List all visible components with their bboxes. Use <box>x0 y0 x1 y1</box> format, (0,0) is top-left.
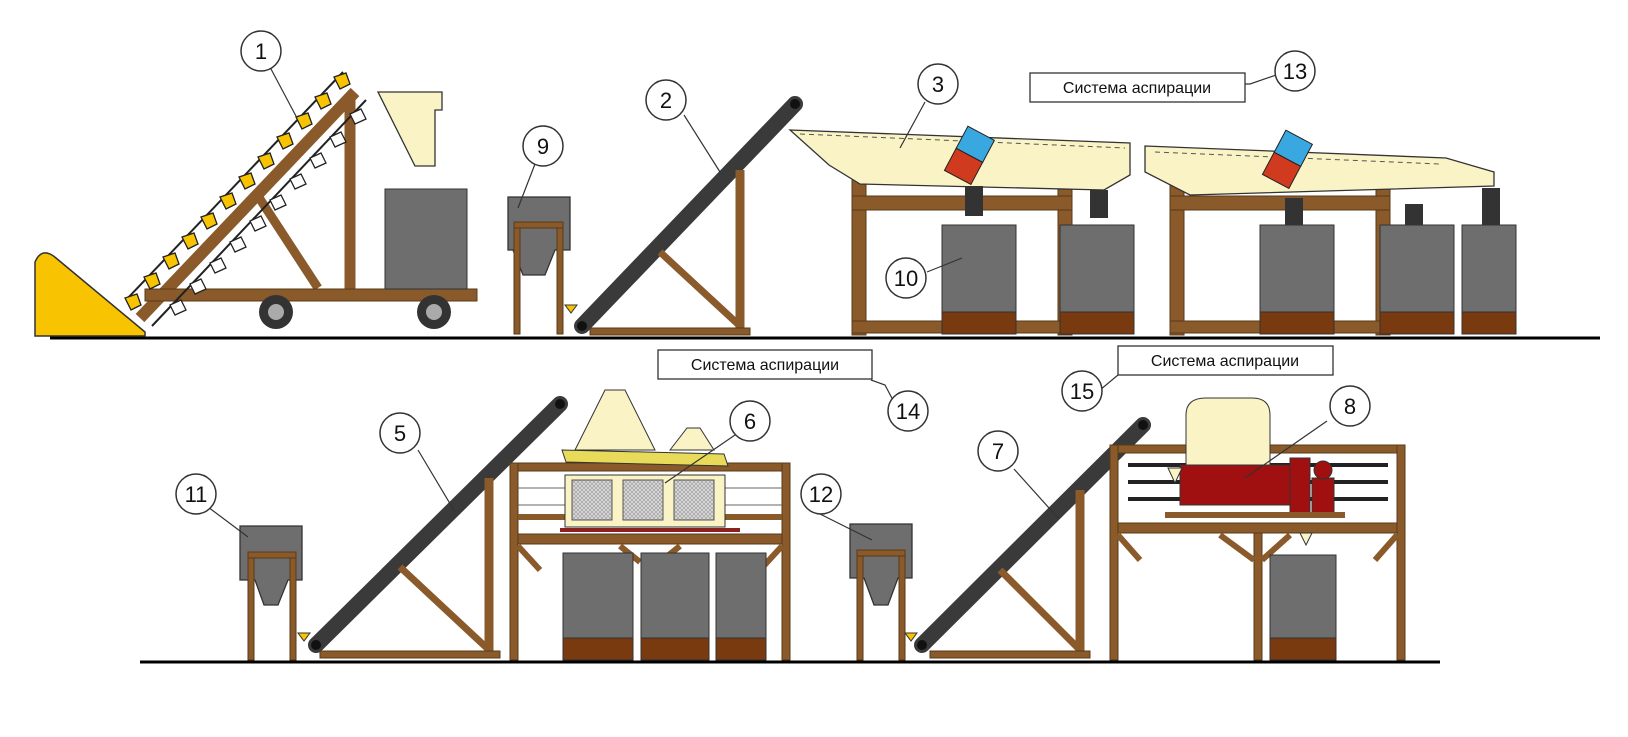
callout-3: 3 <box>917 63 959 105</box>
callout-7: 7 <box>977 430 1019 472</box>
svg-text:8: 8 <box>1344 394 1356 419</box>
aspiration-label-13: Система аспирации <box>1029 72 1246 103</box>
intake-hopper <box>34 252 146 337</box>
callout-6: 6 <box>729 400 771 442</box>
bucket-elevator <box>124 71 478 329</box>
svg-text:6: 6 <box>744 409 756 434</box>
svg-text:10: 10 <box>894 266 918 291</box>
svg-text:3: 3 <box>932 72 944 97</box>
callout-13: 13 <box>1274 50 1316 92</box>
callout-11: 11 <box>175 473 217 515</box>
callout-5: 5 <box>379 412 421 454</box>
belt-conveyor-2 <box>574 96 803 336</box>
callout-8: 8 <box>1329 385 1371 427</box>
small-hopper-9 <box>507 196 578 335</box>
svg-text:1: 1 <box>255 39 267 64</box>
svg-text:2: 2 <box>660 88 672 113</box>
small-hopper-11 <box>239 525 311 661</box>
callout-12: 12 <box>800 473 842 515</box>
callout-2: 2 <box>645 79 687 121</box>
callout-10: 10 <box>885 257 927 299</box>
small-hopper-12 <box>849 523 918 661</box>
svg-text:14: 14 <box>896 399 920 424</box>
svg-text:Система аспирации: Система аспирации <box>691 357 839 374</box>
belt-conveyor-5 <box>308 396 568 659</box>
svg-text:9: 9 <box>537 134 549 159</box>
svg-text:13: 13 <box>1283 59 1307 84</box>
callout-9: 9 <box>522 125 564 167</box>
screener-a <box>788 125 1135 336</box>
svg-text:Система аспирации: Система аспирации <box>1151 353 1299 370</box>
belt-conveyor-7 <box>914 417 1151 659</box>
svg-text:15: 15 <box>1070 379 1094 404</box>
svg-text:12: 12 <box>809 482 833 507</box>
svg-text:5: 5 <box>394 421 406 446</box>
screener-b <box>1144 129 1517 336</box>
callout-1: 1 <box>240 30 282 72</box>
crusher-platform <box>1109 397 1406 661</box>
svg-text:11: 11 <box>185 482 208 507</box>
sifter-platform <box>509 389 791 661</box>
callout-15: 15 <box>1061 370 1103 412</box>
svg-text:7: 7 <box>992 439 1004 464</box>
aspiration-label-14: Система аспирации <box>657 349 873 380</box>
callout-14: 14 <box>887 390 929 432</box>
aspiration-label-15: Система аспирации <box>1117 345 1334 376</box>
svg-text:Система аспирации: Система аспирации <box>1063 80 1211 97</box>
